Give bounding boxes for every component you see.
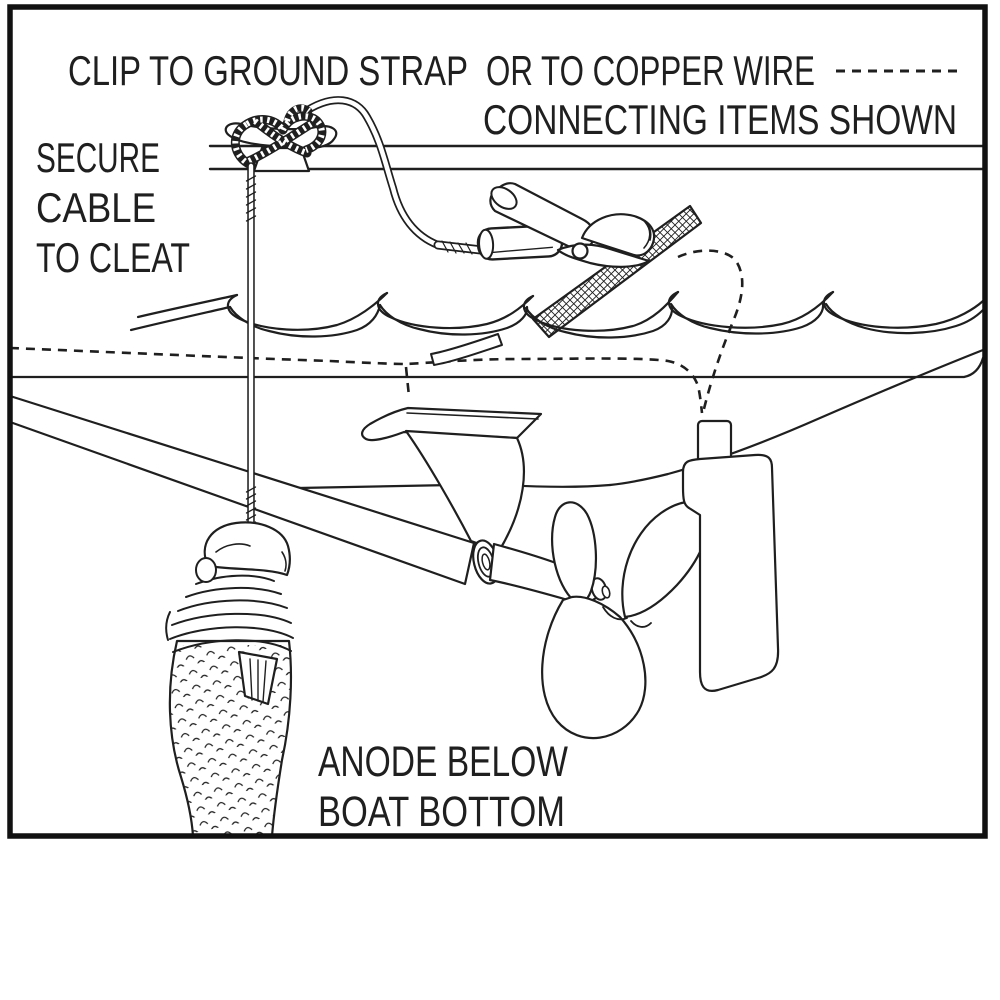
dashed-copper-wire — [9, 249, 744, 414]
wave-rise-lower — [129, 305, 232, 332]
strut-barrel-inner — [481, 553, 491, 571]
wave-crest-5-lower — [824, 302, 985, 335]
label-or-to-copper-wire: OR TO COPPER WIRE — [486, 47, 815, 94]
label-anode-below: ANODE BELOW — [318, 738, 568, 786]
clip-jaw-tip-lines — [633, 215, 652, 249]
wave-crest-5-upper — [822, 290, 985, 329]
wire-arc-strap-to-rudder — [677, 249, 744, 414]
wave-crest-2-upper — [376, 291, 535, 330]
label-to-cleat: TO CLEAT — [36, 234, 190, 281]
wave-crest-2-lower — [378, 303, 529, 336]
clip-wire-assembly — [299, 96, 656, 268]
label-clip-to-ground-strap: CLIP TO GROUND STRAP — [68, 47, 468, 94]
hull-bottom-right — [608, 348, 985, 487]
labels: CLIP TO GROUND STRAP OR TO COPPER WIRE C… — [36, 47, 957, 836]
hull-bottom-left — [296, 483, 454, 490]
gunwale-rail — [208, 144, 985, 171]
fish-eye-boss — [195, 557, 217, 583]
frame-border — [7, 4, 988, 839]
label-secure: SECURE — [36, 134, 160, 181]
rudder-blade — [681, 453, 780, 692]
propeller — [488, 500, 710, 740]
rope-loop-right — [278, 111, 327, 155]
wire-arc-core — [300, 97, 441, 248]
cable-twist-hatch — [245, 175, 257, 528]
fish-anode — [165, 521, 294, 838]
crimp-sleeve-seam — [491, 246, 554, 254]
propeller-blade-right — [621, 500, 710, 619]
alligator-clip — [489, 182, 656, 268]
rudder — [681, 419, 780, 692]
fish-scales — [169, 645, 291, 836]
wave-crest-1-upper — [226, 291, 389, 331]
clip-handle-cap — [490, 186, 518, 210]
fish-nose-detail — [215, 543, 287, 572]
label-cable: CABLE — [36, 184, 156, 231]
wave-crest-4-upper — [667, 290, 835, 329]
braided-wire-hatch — [441, 240, 473, 255]
fish-gill-collar — [165, 574, 294, 653]
fish-nose-clamp — [203, 521, 291, 577]
anode-cable — [245, 162, 257, 536]
wave-rise-upper — [136, 293, 239, 319]
ground-strap-hatch — [533, 206, 701, 337]
wave-crest-4-lower — [669, 302, 825, 335]
propeller-nut-cap — [601, 585, 611, 599]
cleat-assembly — [224, 104, 338, 173]
wire-run-along-hull — [9, 346, 704, 414]
rope-twist-texture — [232, 104, 325, 168]
wave-crest-3-upper — [522, 290, 680, 332]
rope-knot — [231, 104, 327, 170]
ground-strap — [430, 204, 703, 366]
label-boat-bottom: BOAT BOTTOM — [318, 788, 565, 836]
wave-crest-1-lower — [228, 303, 382, 338]
label-connecting-items-shown: CONNECTING ITEMS SHOWN — [483, 96, 957, 143]
wave-crest-3-lower — [524, 304, 674, 339]
crimp-sleeve-cap — [478, 228, 495, 260]
fish-fin-streaks — [249, 658, 267, 703]
rudder-stock — [696, 419, 733, 464]
propeller-blade-bottom — [541, 595, 647, 740]
hull-waterline — [8, 356, 985, 379]
clip-upper-jaw — [580, 213, 656, 257]
ground-strap-underwater — [430, 333, 503, 366]
waves — [129, 290, 985, 339]
wire-branch-to-strut — [404, 366, 411, 397]
clip-pivot — [571, 242, 589, 260]
strut-plate-edge-line — [406, 412, 539, 420]
propeller-root-detail — [602, 606, 652, 628]
